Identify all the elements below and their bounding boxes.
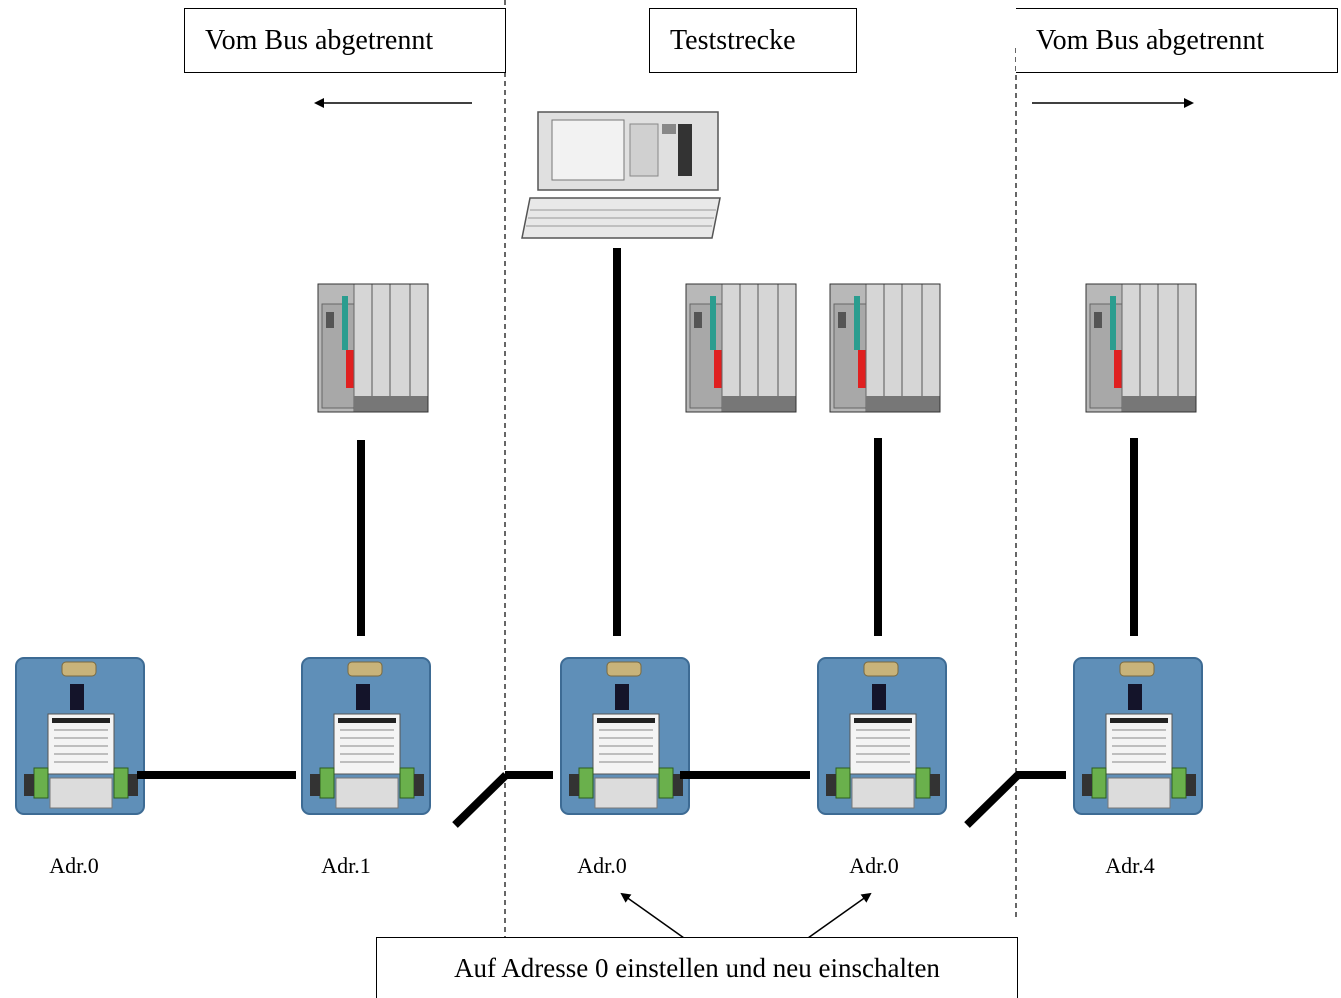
label-box-right: Vom Bus abgetrennt bbox=[1016, 8, 1338, 73]
plc-icon-3 bbox=[825, 275, 945, 423]
plc-icon-1 bbox=[313, 275, 433, 423]
address-label-4: Adr.0 bbox=[849, 853, 899, 878]
bus-switch-open-left bbox=[452, 772, 509, 828]
address-label-3: Adr.0 bbox=[577, 853, 627, 878]
label-box-left: Vom Bus abgetrennt bbox=[184, 8, 506, 73]
computer-terminal-icon bbox=[521, 111, 721, 239]
address-label-2: Adr.1 bbox=[321, 853, 371, 878]
plc-icon-2 bbox=[681, 275, 801, 423]
note-arrow-2 bbox=[807, 892, 872, 939]
bus-module-2 bbox=[293, 649, 439, 823]
bus-module-1 bbox=[7, 649, 153, 823]
plc-icon-4 bbox=[1081, 275, 1201, 423]
bus-module-5 bbox=[1065, 649, 1211, 823]
label-box-center: Teststrecke bbox=[649, 8, 857, 73]
bus-module-4 bbox=[809, 649, 955, 823]
note-arrow-1 bbox=[620, 892, 685, 939]
address-label-1: Adr.0 bbox=[49, 853, 99, 878]
bus-switch-open-right bbox=[964, 772, 1021, 828]
bus-module-3 bbox=[552, 649, 698, 823]
instruction-note: Auf Adresse 0 einstellen und neu einscha… bbox=[376, 937, 1018, 998]
address-label-5: Adr.4 bbox=[1105, 853, 1155, 878]
